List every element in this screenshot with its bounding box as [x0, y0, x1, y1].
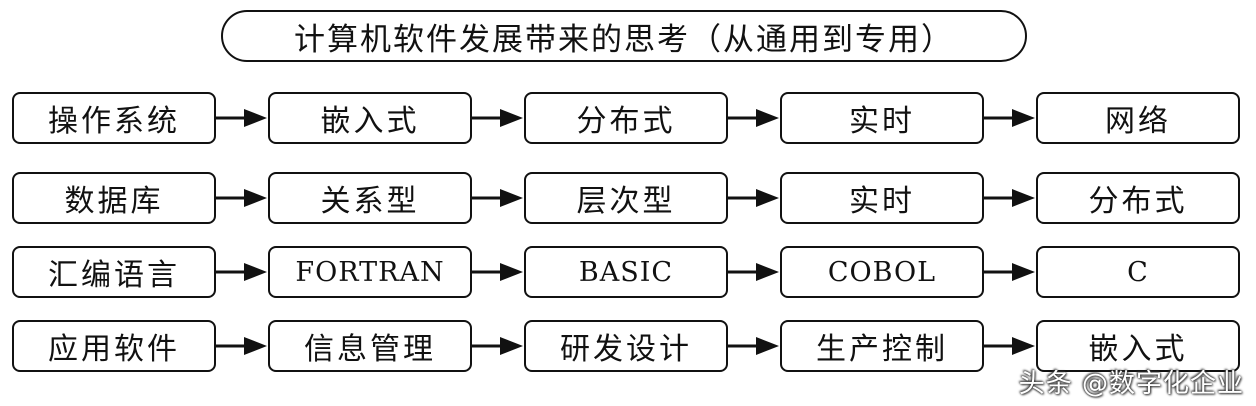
arrow-right-icon: [984, 109, 1035, 127]
flow-node: BASIC: [524, 246, 728, 298]
flow-node: COBOL: [780, 246, 984, 298]
watermark: 头条 @数字化企业: [1018, 369, 1244, 399]
flow-node: 研发设计: [524, 320, 728, 372]
flow-node: 汇编语言: [12, 246, 216, 298]
flow-node: 分布式: [524, 92, 728, 144]
flow-node: 分布式: [1036, 172, 1240, 224]
arrow-right-icon: [984, 189, 1035, 207]
flow-node: 应用软件: [12, 320, 216, 372]
flow-node: 信息管理: [268, 320, 472, 372]
arrow-right-icon: [216, 263, 267, 281]
arrow-right-icon: [728, 263, 779, 281]
flow-node: 关系型: [268, 172, 472, 224]
flow-node: 嵌入式: [1036, 320, 1240, 372]
flow-node: 实时: [780, 172, 984, 224]
arrow-right-icon: [728, 109, 779, 127]
flow-node: FORTRAN: [268, 246, 472, 298]
flow-node: C: [1036, 246, 1240, 298]
arrow-right-icon: [216, 189, 267, 207]
arrow-right-icon: [984, 263, 1035, 281]
arrow-right-icon: [984, 337, 1035, 355]
flow-node: 生产控制: [780, 320, 984, 372]
diagram-title: 计算机软件发展带来的思考（从通用到专用）: [221, 10, 1027, 62]
flow-row: 操作系统嵌入式分布式实时网络: [12, 92, 1244, 144]
flow-node: 实时: [780, 92, 984, 144]
flow-row: 数据库关系型层次型实时分布式: [12, 172, 1244, 224]
arrow-right-icon: [216, 109, 267, 127]
flow-node: 嵌入式: [268, 92, 472, 144]
arrow-right-icon: [216, 337, 267, 355]
flow-node: 操作系统: [12, 92, 216, 144]
flow-node: 数据库: [12, 172, 216, 224]
arrow-right-icon: [728, 189, 779, 207]
arrow-right-icon: [728, 337, 779, 355]
arrow-right-icon: [472, 263, 523, 281]
flow-row: 汇编语言 FORTRAN BASIC COBOL C: [12, 246, 1244, 298]
flow-node: 网络: [1036, 92, 1240, 144]
flow-row: 应用软件信息管理研发设计生产控制嵌入式: [12, 320, 1244, 372]
arrow-right-icon: [472, 109, 523, 127]
arrow-right-icon: [472, 189, 523, 207]
flow-node: 层次型: [524, 172, 728, 224]
arrow-right-icon: [472, 337, 523, 355]
